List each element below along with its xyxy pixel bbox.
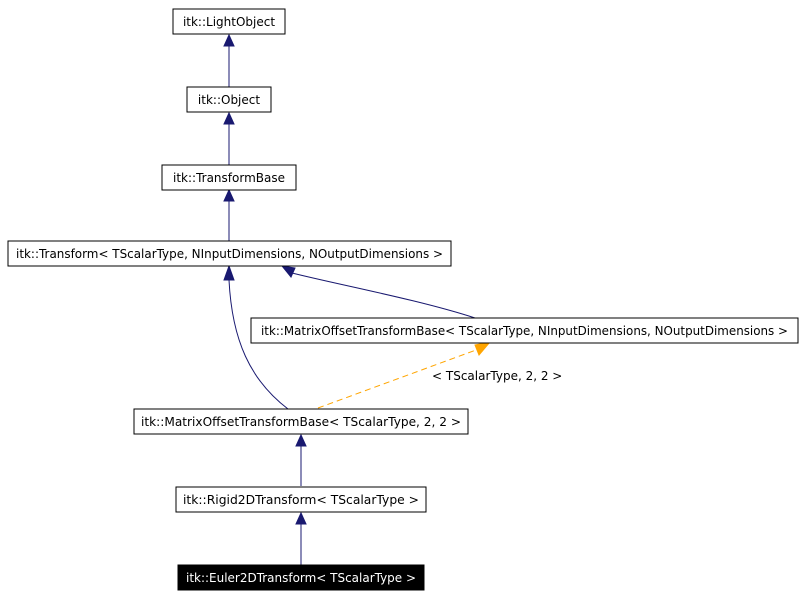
arrowhead-icon bbox=[223, 264, 235, 281]
node-matrix-offset-transform-base-2d[interactable]: itk::MatrixOffsetTransformBase< TScalarT… bbox=[133, 408, 469, 435]
node-label: itk::MatrixOffsetTransformBase< TScalarT… bbox=[261, 324, 788, 338]
node-light-object[interactable]: itk::LightObject bbox=[172, 8, 286, 35]
node-euler2d-transform[interactable]: itk::Euler2DTransform< TScalarType > bbox=[177, 564, 425, 591]
edges bbox=[223, 33, 492, 565]
node-label: itk::Transform< TScalarType, NInputDimen… bbox=[16, 247, 443, 261]
arrowhead-icon bbox=[295, 433, 307, 447]
node-label: itk::Euler2DTransform< TScalarType > bbox=[186, 571, 416, 585]
node-label: itk::LightObject bbox=[183, 15, 275, 29]
arrowhead-icon bbox=[223, 33, 235, 47]
arrowhead-icon bbox=[295, 511, 307, 525]
node-rigid2d-transform[interactable]: itk::Rigid2DTransform< TScalarType > bbox=[175, 486, 427, 513]
edge-matrixoffsetgeneric-to-transform bbox=[291, 272, 476, 319]
node-transform-base[interactable]: itk::TransformBase bbox=[161, 164, 297, 191]
node-label: itk::MatrixOffsetTransformBase< TScalarT… bbox=[141, 415, 461, 429]
arrowhead-icon bbox=[223, 188, 235, 202]
node-label: itk::TransformBase bbox=[173, 171, 285, 185]
node-matrix-offset-transform-base-generic[interactable]: itk::MatrixOffsetTransformBase< TScalarT… bbox=[250, 317, 799, 344]
node-label: itk::Object bbox=[198, 93, 260, 107]
template-argument-label: < TScalarType, 2, 2 > bbox=[432, 369, 562, 383]
arrowhead-icon bbox=[223, 111, 235, 125]
arrowhead-icon bbox=[474, 341, 492, 356]
node-object[interactable]: itk::Object bbox=[186, 86, 272, 113]
node-label: itk::Rigid2DTransform< TScalarType > bbox=[183, 493, 419, 507]
node-transform[interactable]: itk::Transform< TScalarType, NInputDimen… bbox=[7, 240, 452, 267]
arrowhead-icon bbox=[280, 265, 296, 278]
edge-matrixoffset2d-to-matrixoffsetgeneric bbox=[317, 349, 477, 409]
edge-matrixoffset2d-to-transform bbox=[228, 279, 289, 410]
